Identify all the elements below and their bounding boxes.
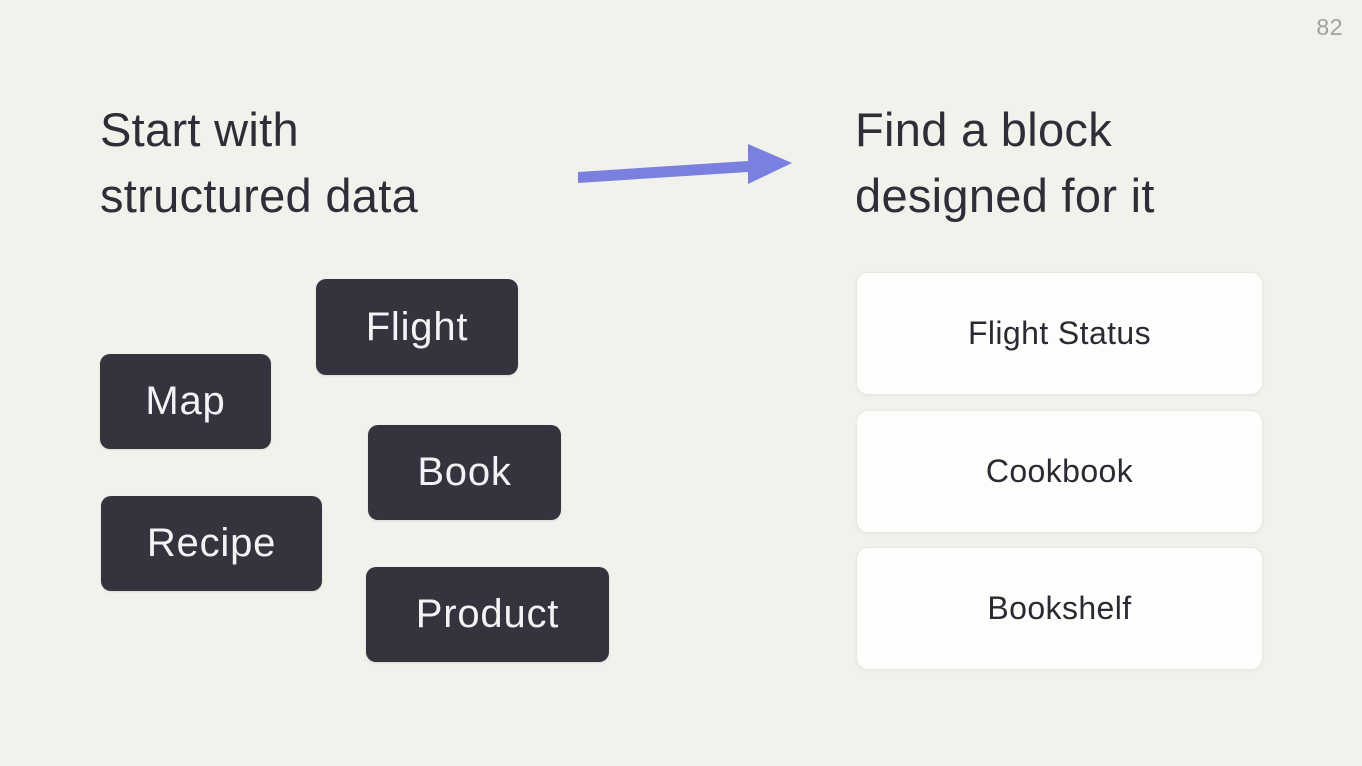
left-heading: Start with structured data (100, 97, 418, 229)
page-number: 82 (1316, 14, 1343, 40)
chip-recipe: Recipe (101, 496, 322, 591)
right-heading: Find a block designed for it (855, 97, 1155, 229)
left-heading-line2: structured data (100, 169, 419, 222)
chip-product: Product (366, 567, 609, 662)
left-heading-line1: Start with (100, 103, 299, 156)
right-heading-line1: Find a block (855, 103, 1113, 156)
card-bookshelf: Bookshelf (856, 547, 1263, 670)
chip-book: Book (368, 425, 561, 520)
chip-flight: Flight (316, 279, 518, 375)
chip-map: Map (100, 354, 271, 449)
card-cookbook: Cookbook (856, 410, 1263, 533)
right-heading-line2: designed for it (855, 169, 1155, 222)
card-flight-status: Flight Status (856, 272, 1263, 395)
